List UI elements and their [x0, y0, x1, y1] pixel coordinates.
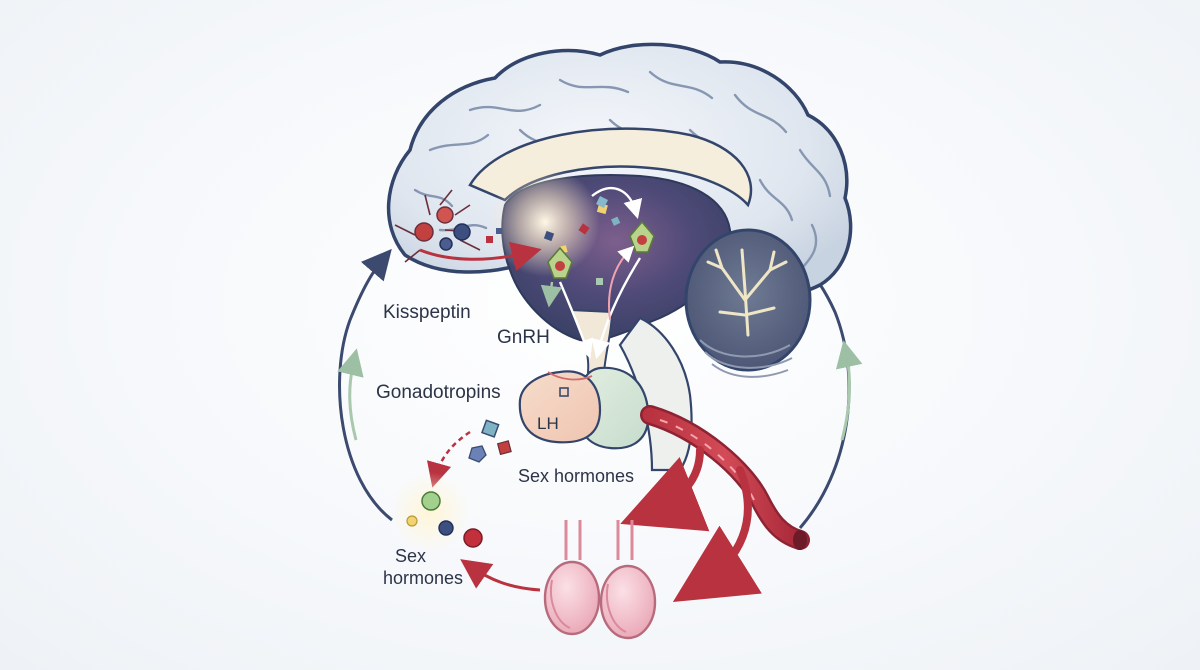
- gonadotropin-hex: [468, 445, 487, 463]
- neuron-navy-1: [453, 223, 471, 241]
- gonadotropin-arrow: [426, 430, 471, 488]
- labels: Kisspeptin GnRH Gonadotropins LH Sex hor…: [376, 302, 634, 588]
- testes: [543, 520, 657, 640]
- core-arrows: [540, 186, 643, 359]
- anterior-pituitary: [518, 370, 602, 444]
- label-sex-hormones-right: Sex hormones: [518, 466, 634, 486]
- label-lh: LH: [537, 414, 559, 433]
- vessel-arrow-1: [620, 446, 710, 532]
- label-gnrh: GnRH: [497, 327, 550, 348]
- signal-square-2: [496, 228, 502, 234]
- corpus-callosum: [468, 127, 753, 208]
- kisspeptin-arrow: [419, 241, 542, 271]
- gonadotropin-particles: [468, 419, 512, 463]
- gnrh-neurons: [547, 220, 655, 279]
- label-sex-hormones-left-2: hormones: [383, 568, 463, 588]
- neuron-red-2: [436, 206, 454, 224]
- signal-glow: [490, 167, 600, 277]
- testis-left: [543, 560, 601, 636]
- inner-arc-right: [835, 340, 863, 441]
- label-kisspeptin: Kisspeptin: [383, 302, 471, 323]
- sex-hormone-molecules: [390, 472, 483, 552]
- testis-right: [599, 564, 657, 640]
- brain: [386, 42, 853, 472]
- vessel-arrow-2: [672, 466, 762, 602]
- signal-particles: [543, 196, 621, 285]
- cerebellum: [684, 228, 812, 378]
- neuron-red-1: [414, 222, 434, 242]
- signal-square-1: [486, 236, 493, 243]
- neuron-navy-2: [439, 237, 453, 251]
- label-sex-hormones-left-1: Sex: [395, 546, 426, 566]
- inner-arc-left: [337, 348, 364, 441]
- pituitary-gland: [518, 366, 650, 450]
- circulation: [620, 405, 810, 602]
- label-gonadotropins: Gonadotropins: [376, 382, 501, 403]
- hormone-release-arrow: [460, 559, 541, 592]
- kisspeptin-neurons: [394, 189, 502, 263]
- arbor-vitae: [706, 248, 788, 337]
